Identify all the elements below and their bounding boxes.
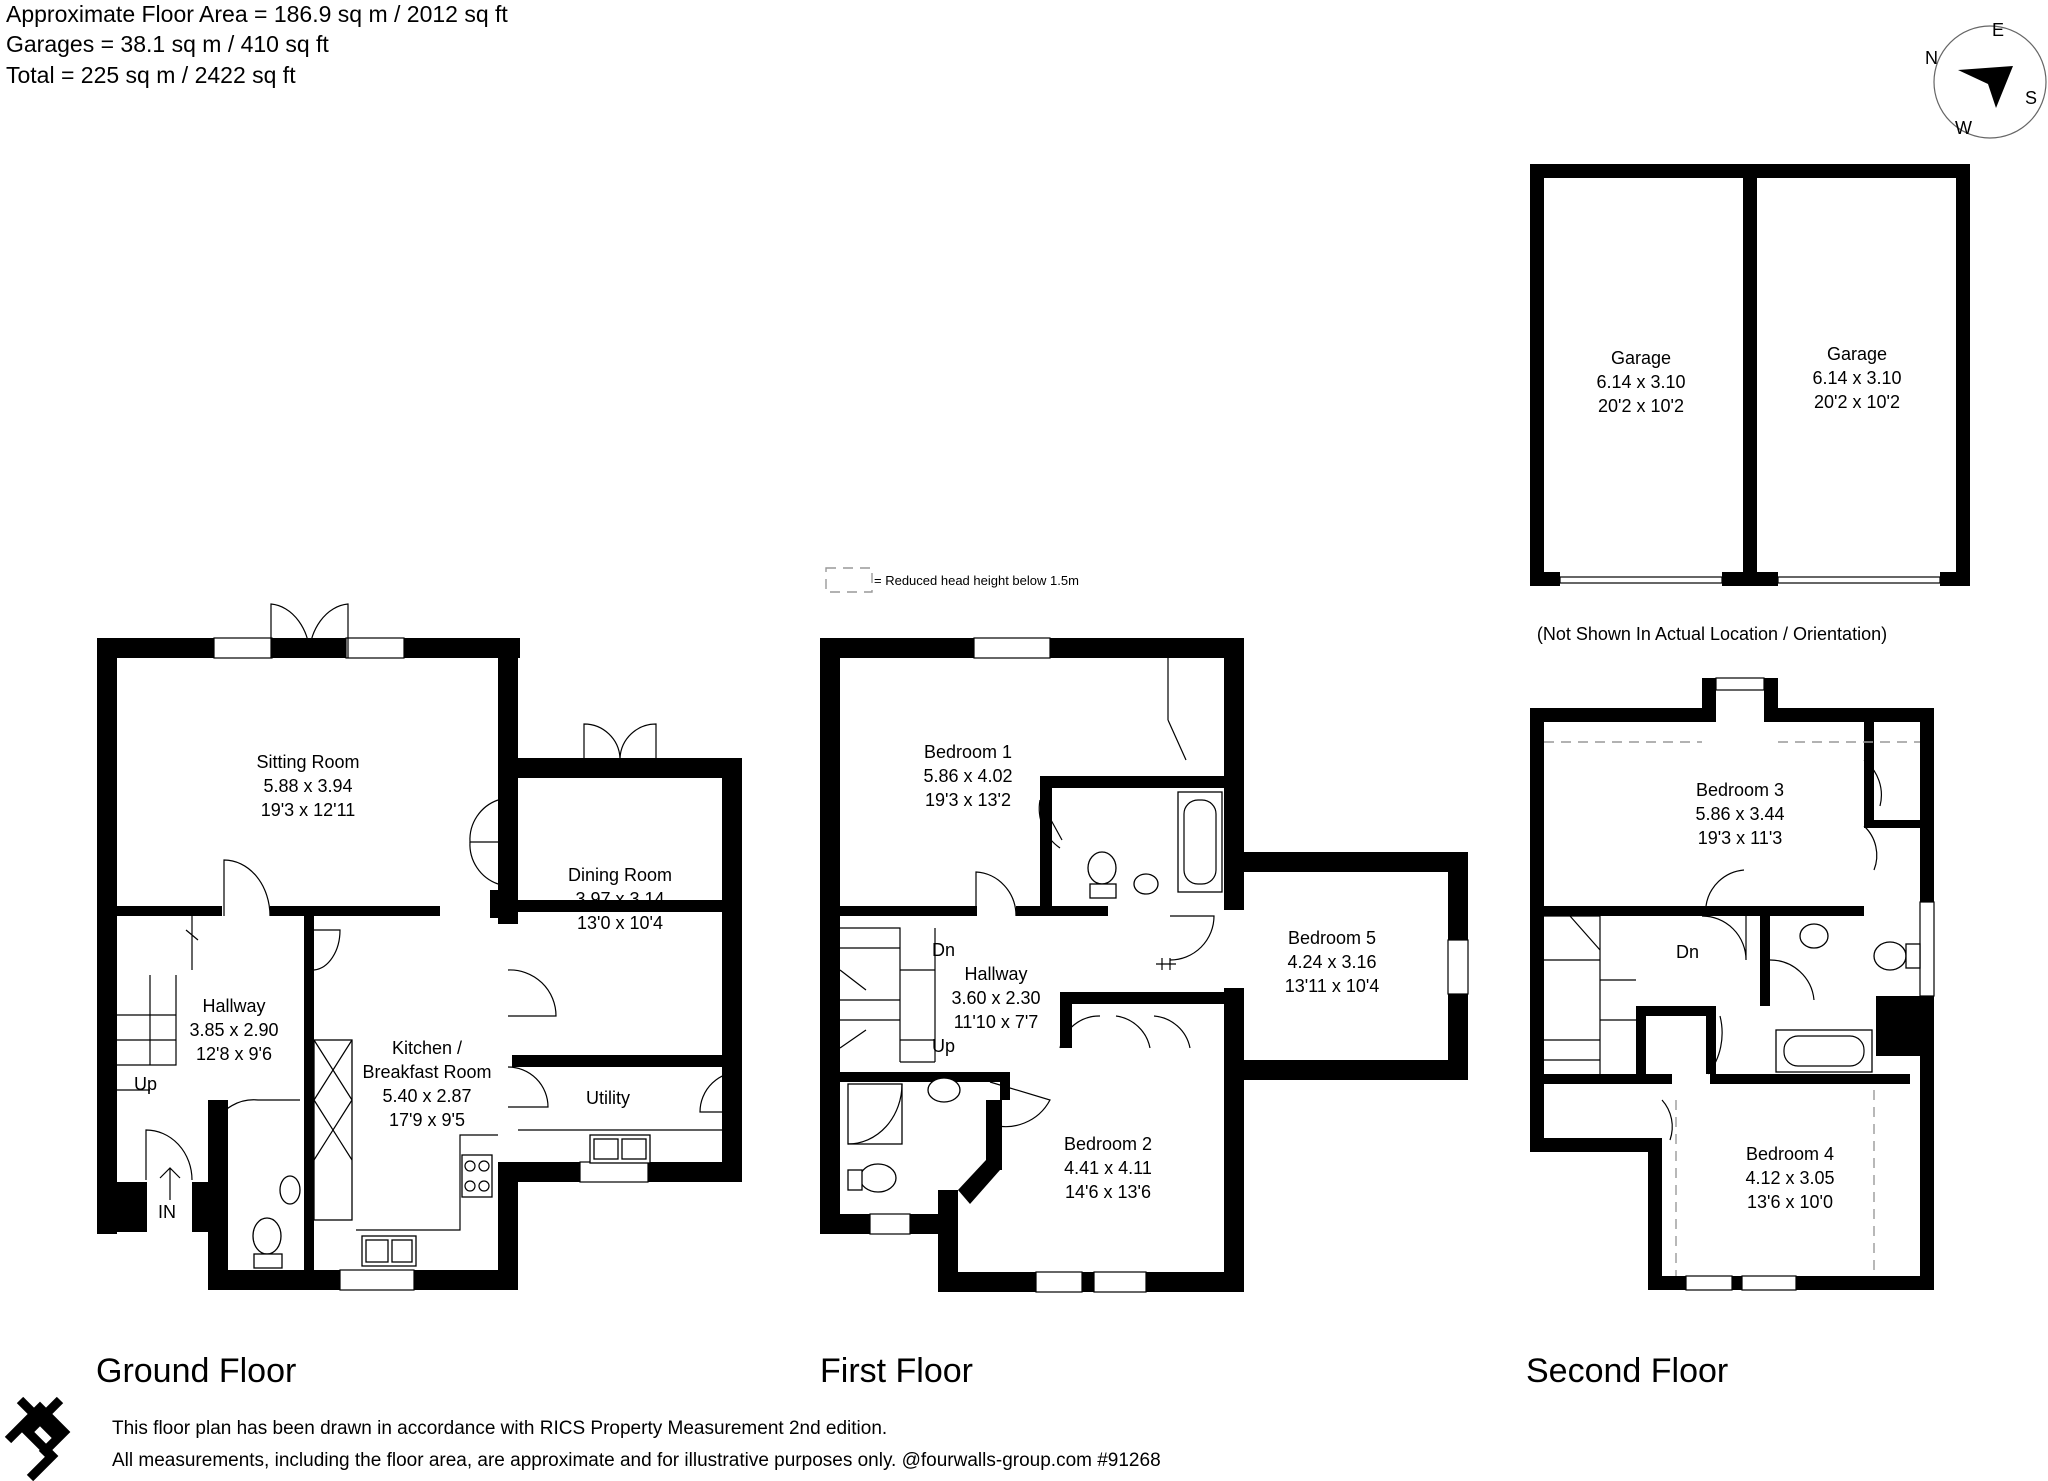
second-dn-label: Dn	[1676, 942, 1699, 962]
bedroom-2-name: Bedroom 2	[1064, 1134, 1152, 1154]
sitting-room-imperial: 19'3 x 12'11	[261, 800, 356, 820]
second-floor-stairs	[1544, 915, 1636, 1074]
bedroom-3-metric: 5.86 x 3.44	[1695, 804, 1784, 824]
first-hallway-name: Hallway	[964, 964, 1027, 984]
bedroom-1-metric: 5.86 x 4.02	[923, 766, 1012, 786]
garage-1-metric: 6.14 x 3.10	[1596, 372, 1685, 392]
fourwalls-logo-icon	[4, 1396, 71, 1481]
floor-area-text: Approximate Floor Area = 186.9 sq m / 20…	[6, 1, 508, 27]
compass-w: W	[1955, 118, 1972, 138]
first-floor-title: First Floor	[820, 1352, 973, 1390]
bedroom-5-metric: 4.24 x 3.16	[1287, 952, 1376, 972]
dining-room-metric: 3.97 x 3.14	[575, 889, 664, 909]
bedroom-5-name: Bedroom 5	[1288, 928, 1376, 948]
garage-2-imperial: 20'2 x 10'2	[1814, 392, 1900, 412]
ground-floor-title: Ground Floor	[96, 1352, 296, 1390]
dining-room-imperial: 13'0 x 10'4	[577, 913, 663, 933]
ground-hallway-metric: 3.85 x 2.90	[189, 1020, 278, 1040]
second-floor: Bedroom 3 5.86 x 3.44 19'3 x 11'3 Bedroo…	[1526, 677, 1935, 1390]
kitchen-name-1: Kitchen /	[392, 1038, 462, 1058]
bedroom-4-name: Bedroom 4	[1746, 1144, 1834, 1164]
entrance-label: IN	[158, 1202, 176, 1222]
garage-location-note: (Not Shown In Actual Location / Orientat…	[1537, 624, 1887, 644]
garage-2-name: Garage	[1827, 344, 1887, 364]
ground-floor-stairs	[117, 975, 177, 1091]
first-floor: Bedroom 1 5.86 x 4.02 19'3 x 13'2 Hallwa…	[820, 637, 1469, 1390]
legend-text: = Reduced head height below 1.5m	[874, 573, 1079, 588]
disclaimer-line-1: This floor plan has been drawn in accord…	[112, 1418, 887, 1439]
garage-2-metric: 6.14 x 3.10	[1812, 368, 1901, 388]
first-floor-stairs	[839, 927, 936, 1063]
first-up-label: Up	[932, 1036, 955, 1056]
garage-1-imperial: 20'2 x 10'2	[1598, 396, 1684, 416]
entrance-arrow-icon	[159, 1167, 181, 1200]
bedroom-4-metric: 4.12 x 3.05	[1745, 1168, 1834, 1188]
bedroom-3-name: Bedroom 3	[1696, 780, 1784, 800]
disclaimer: This floor plan has been drawn in accord…	[112, 1418, 1161, 1471]
kitchen-metric: 5.40 x 2.87	[382, 1086, 471, 1106]
utility-name: Utility	[586, 1088, 630, 1108]
bedroom-3-imperial: 19'3 x 11'3	[1698, 828, 1783, 848]
bedroom-5-imperial: 13'11 x 10'4	[1285, 976, 1380, 996]
bedroom-2-imperial: 14'6 x 13'6	[1065, 1182, 1151, 1202]
sitting-room-metric: 5.88 x 3.94	[263, 776, 352, 796]
first-hallway-metric: 3.60 x 2.30	[951, 988, 1040, 1008]
reduced-head-height-swatch	[825, 567, 873, 593]
compass-n: N	[1925, 48, 1938, 68]
second-floor-title: Second Floor	[1526, 1352, 1728, 1390]
dining-room-name: Dining Room	[568, 865, 672, 885]
disclaimer-line-2: All measurements, including the floor ar…	[112, 1450, 1161, 1471]
compass-e: E	[1992, 20, 2004, 40]
ground-hallway-name: Hallway	[202, 996, 265, 1016]
first-dn-label: Dn	[932, 940, 955, 960]
bedroom-2-metric: 4.41 x 4.11	[1064, 1158, 1152, 1178]
first-hallway-imperial: 11'10 x 7'7	[954, 1012, 1039, 1032]
ground-up-label: Up	[134, 1074, 157, 1094]
compass-icon: N E S W	[1925, 20, 2047, 139]
compass-s: S	[2025, 88, 2037, 108]
bedroom-1-imperial: 19'3 x 13'2	[925, 790, 1011, 810]
area-summary: Approximate Floor Area = 186.9 sq m / 20…	[6, 1, 508, 88]
ground-hallway-imperial: 12'8 x 9'6	[196, 1044, 272, 1064]
bedroom-1-name: Bedroom 1	[924, 742, 1012, 762]
kitchen-imperial: 17'9 x 9'5	[389, 1110, 465, 1130]
garages-area-text: Garages = 38.1 sq m / 410 sq ft	[6, 31, 329, 57]
garage-1-name: Garage	[1611, 348, 1671, 368]
ground-floor: Sitting Room 5.88 x 3.94 19'3 x 12'11 Di…	[96, 603, 743, 1390]
total-area-text: Total = 225 sq m / 2422 sq ft	[6, 62, 296, 88]
legend: = Reduced head height below 1.5m	[825, 567, 1079, 593]
bedroom-4-imperial: 13'6 x 10'0	[1747, 1192, 1833, 1212]
garages: Garage 6.14 x 3.10 20'2 x 10'2 Garage 6.…	[1530, 164, 1970, 644]
sitting-room-name: Sitting Room	[256, 752, 359, 772]
kitchen-name-2: Breakfast Room	[362, 1062, 491, 1082]
